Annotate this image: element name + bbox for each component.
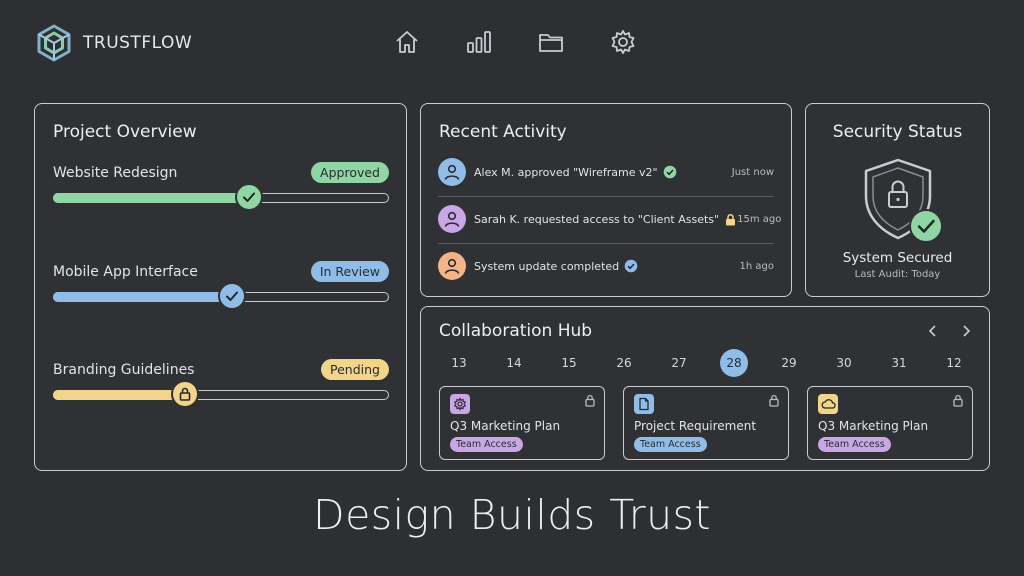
activity-item[interactable]: Sarah K. requested access to "Client Ass…: [438, 196, 781, 242]
avatar: [438, 252, 466, 280]
activity-time: 15m ago: [737, 213, 782, 225]
progress-slider[interactable]: [53, 380, 389, 408]
document-icon: [639, 397, 649, 411]
date-item[interactable]: 31: [891, 356, 907, 370]
progress-fill: [53, 390, 184, 400]
calendar-prev-button[interactable]: [923, 321, 943, 341]
card-icon: [450, 394, 470, 414]
nav-files-button[interactable]: [536, 26, 566, 58]
access-tag: Team Access: [450, 437, 523, 452]
date-strip: 13 14 15 26 27 28 29 30 31 12: [439, 349, 973, 379]
folder-icon: [539, 34, 563, 52]
chevron-right-icon: [963, 325, 971, 337]
progress-fill: [53, 193, 248, 203]
divider: [438, 196, 774, 197]
date-item[interactable]: 15: [561, 356, 577, 370]
nav-home-button[interactable]: [392, 26, 422, 58]
gear-icon: [611, 30, 635, 54]
project-name: Branding Guidelines: [53, 362, 195, 378]
collaboration-hub-panel: Collaboration Hub 13 14 15 26 27 28 29 3…: [420, 306, 990, 471]
logo-mark-icon: [37, 24, 71, 62]
user-icon: [444, 164, 460, 180]
avatar: [438, 158, 466, 186]
collab-card[interactable]: Project Requirement Team Access: [623, 386, 789, 460]
gear-icon: [453, 397, 467, 411]
access-tag: Team Access: [634, 437, 707, 452]
lock-icon: [769, 394, 779, 407]
card-icon: [634, 394, 654, 414]
tagline: Design Builds Trust: [313, 491, 711, 539]
status-badge: In Review: [310, 261, 389, 282]
security-status-text: System Secured: [842, 250, 953, 266]
recent-activity-panel: Recent Activity Alex M. approved "Wirefr…: [420, 103, 792, 297]
project-name: Website Redesign: [53, 165, 178, 181]
date-item[interactable]: 29: [781, 356, 797, 370]
panel-title: Collaboration Hub: [439, 321, 593, 341]
date-item[interactable]: 13: [451, 356, 467, 370]
panel-title: Project Overview: [53, 122, 197, 142]
date-item[interactable]: 30: [836, 356, 852, 370]
card-title: Q3 Marketing Plan: [450, 419, 561, 433]
verified-check-icon: [624, 259, 638, 273]
activity-time: 1h ago: [739, 260, 774, 272]
slider-handle[interactable]: [171, 380, 199, 408]
lock-icon: [724, 213, 737, 226]
avatar: [438, 205, 466, 233]
activity-text: Sarah K. requested access to "Client Ass…: [474, 212, 720, 226]
last-audit-text: Last Audit: Today: [854, 269, 941, 280]
panel-title: Security Status: [832, 122, 963, 142]
security-status-panel: Security Status System Secured Last Audi…: [805, 103, 990, 297]
status-badge: Approved: [311, 162, 389, 183]
user-icon: [444, 211, 460, 227]
activity-time: Just now: [731, 166, 774, 178]
slider-handle[interactable]: [218, 282, 246, 310]
activity-item[interactable]: System update completed 1h ago: [438, 243, 774, 289]
progress-fill: [53, 292, 231, 302]
access-tag: Team Access: [818, 437, 891, 452]
top-navigation: [392, 26, 638, 58]
slider-handle[interactable]: [235, 183, 263, 211]
home-icon: [396, 31, 418, 53]
divider: [438, 243, 774, 244]
collab-card[interactable]: Q3 Marketing Plan Team Access: [439, 386, 605, 460]
chevron-left-icon: [928, 325, 936, 337]
card-icon: [818, 394, 838, 414]
activity-item[interactable]: Alex M. approved "Wireframe v2" Just now: [438, 149, 774, 195]
status-badge: Pending: [321, 359, 389, 380]
progress-slider[interactable]: [53, 282, 389, 310]
nav-settings-button[interactable]: [608, 26, 638, 58]
project-overview-panel: Project Overview Website Redesign Approv…: [34, 103, 407, 471]
chart-icon: [467, 31, 491, 53]
date-item[interactable]: 28: [720, 349, 748, 377]
brand-name: TRUSTFLOW: [83, 33, 193, 53]
date-item[interactable]: 26: [616, 356, 632, 370]
shield-icon: [864, 158, 943, 243]
activity-text: System update completed: [474, 259, 620, 273]
date-item[interactable]: 27: [671, 356, 687, 370]
date-item[interactable]: 14: [506, 356, 522, 370]
card-title: Project Requirement: [634, 419, 757, 433]
panel-title: Recent Activity: [439, 122, 567, 142]
lock-icon: [585, 394, 595, 407]
check-icon: [226, 291, 238, 301]
calendar-next-button[interactable]: [956, 321, 976, 341]
brand-logo[interactable]: TRUSTFLOW: [33, 22, 192, 64]
user-icon: [444, 258, 460, 274]
progress-slider[interactable]: [53, 183, 389, 211]
approved-check-icon: [663, 165, 677, 179]
activity-text: Alex M. approved "Wireframe v2": [474, 165, 658, 179]
lock-icon: [953, 394, 963, 407]
check-icon: [243, 192, 255, 202]
cloud-icon: [821, 399, 836, 409]
collab-card[interactable]: Q3 Marketing Plan Team Access: [807, 386, 973, 460]
nav-analytics-button[interactable]: [464, 26, 494, 58]
card-title: Q3 Marketing Plan: [818, 419, 929, 433]
date-item[interactable]: 12: [946, 356, 962, 370]
project-name: Mobile App Interface: [53, 264, 198, 280]
lock-icon: [179, 387, 191, 401]
